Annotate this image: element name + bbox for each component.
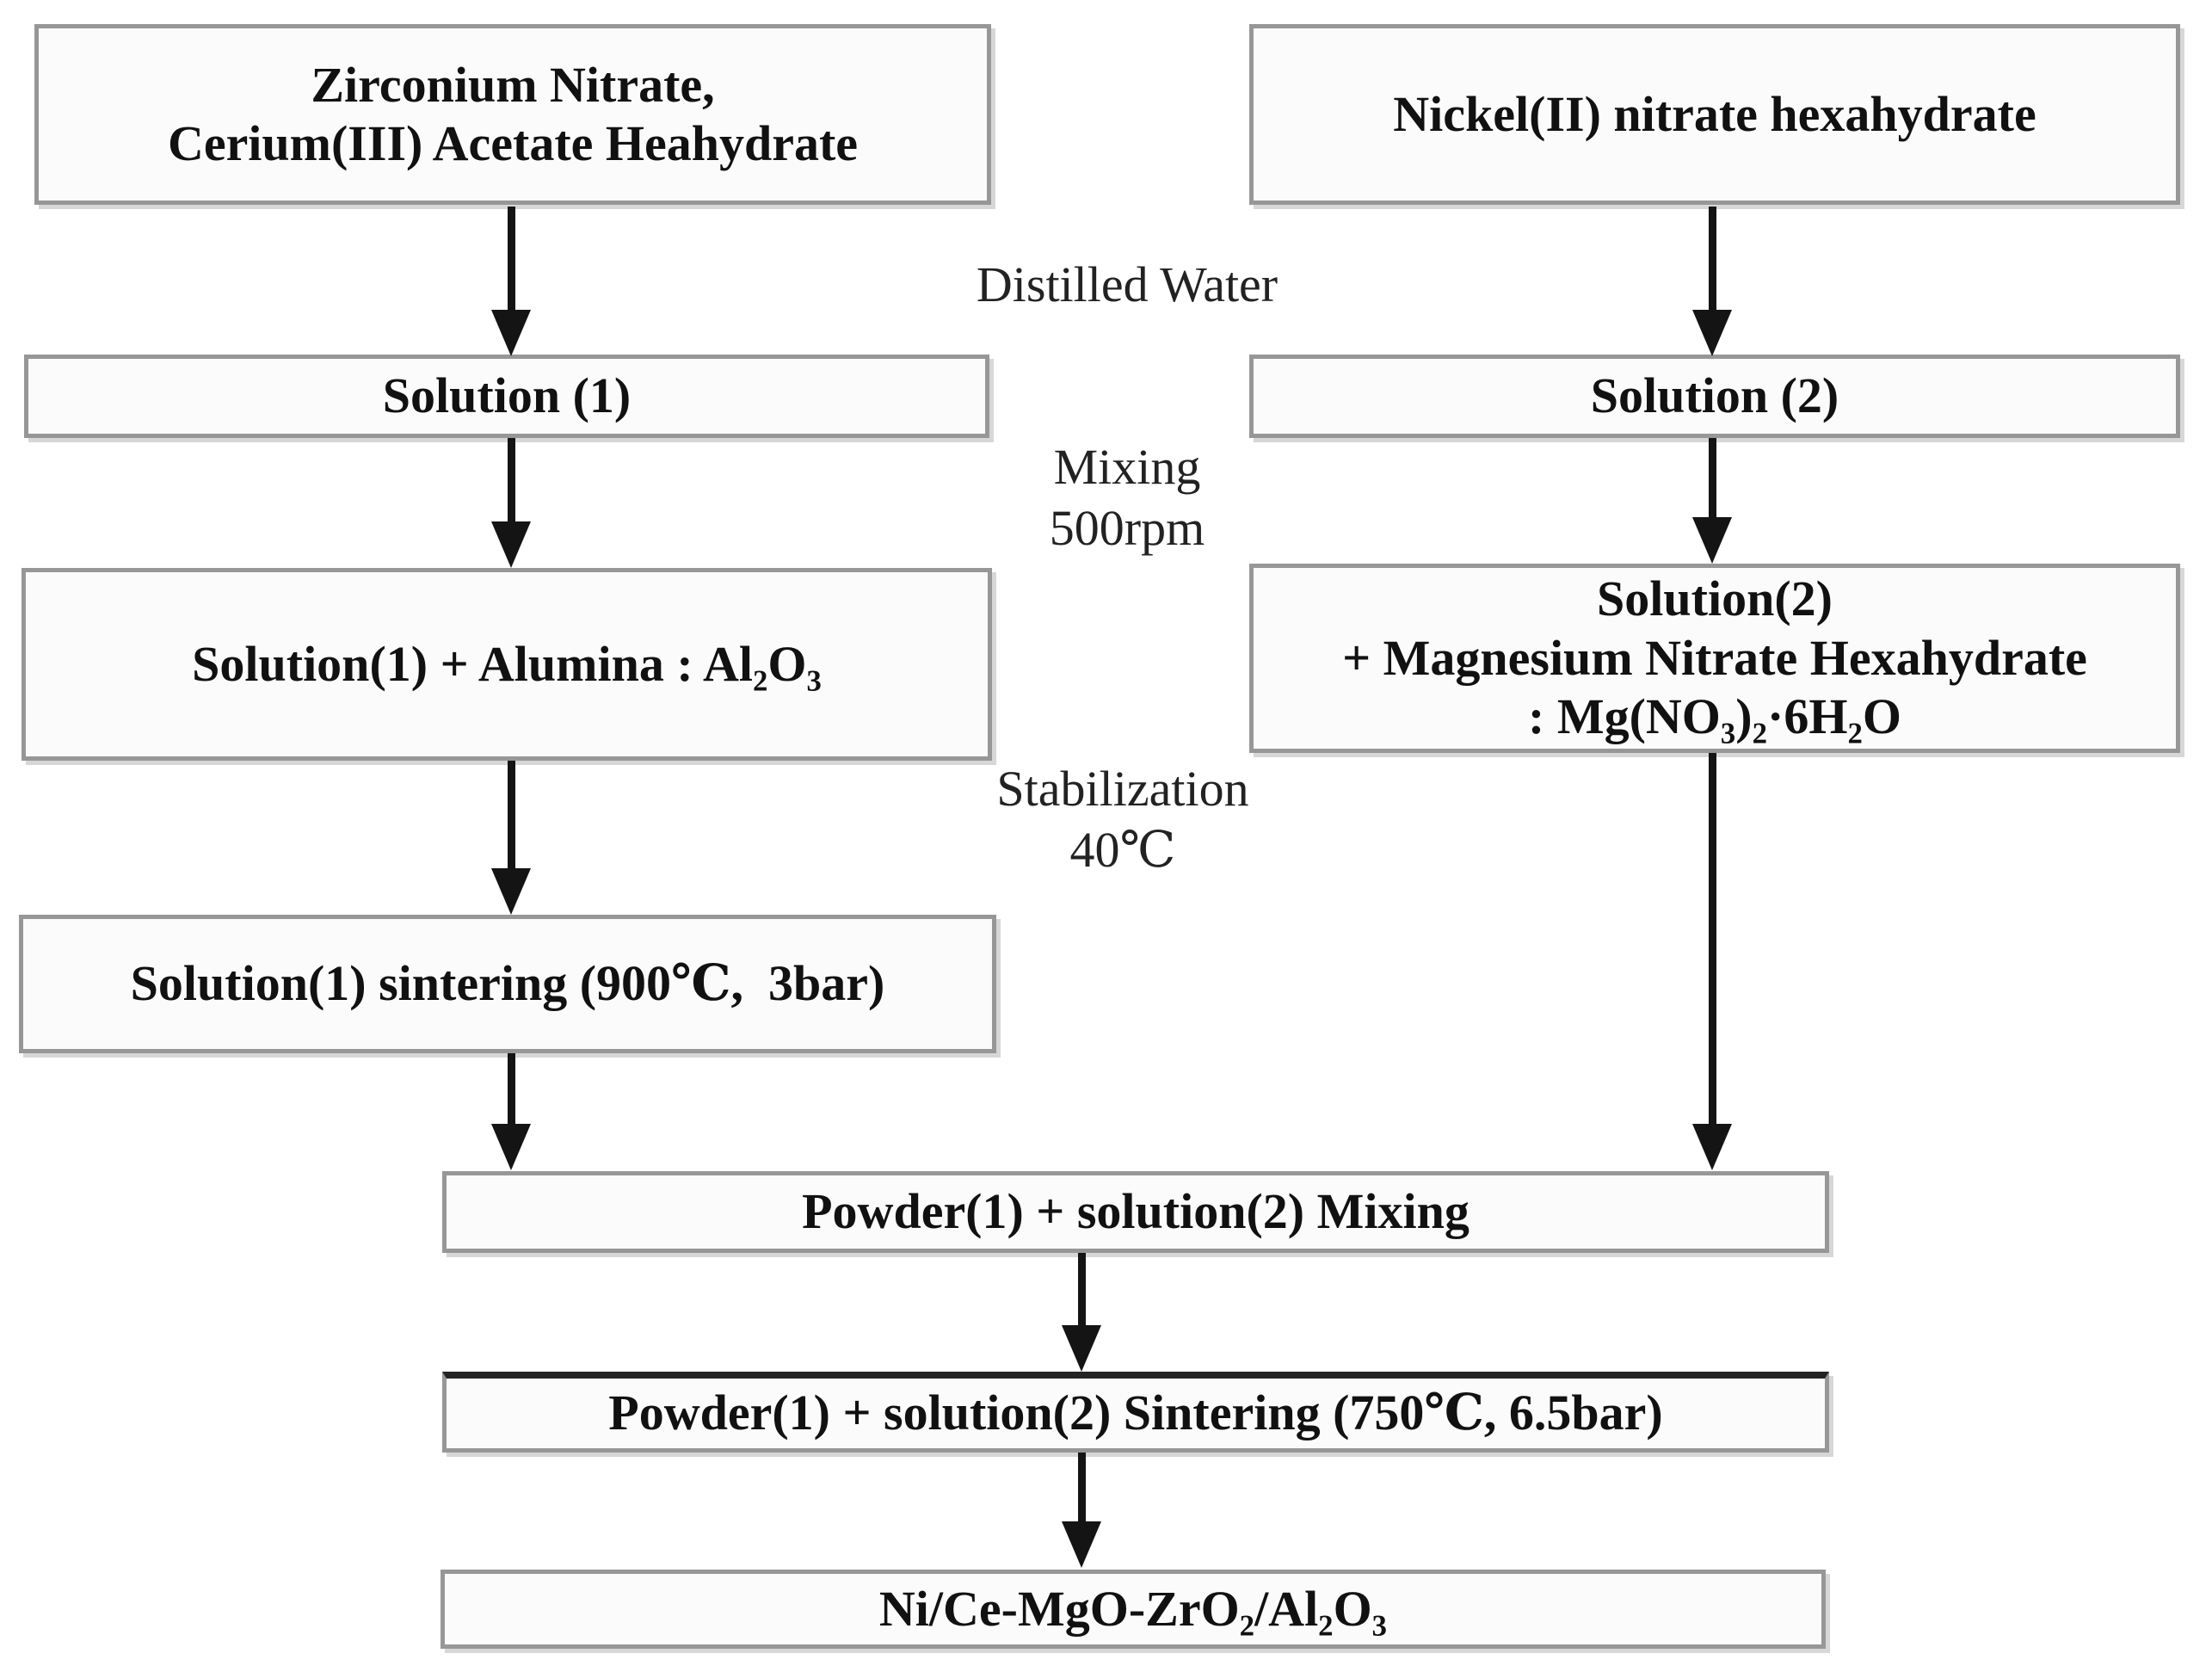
node-text: Ni/Ce-MgO-ZrO₂/Al₂O₃	[878, 1580, 1388, 1637]
node-powder-sintering: Powder(1) + solution(2) Sintering (750℃,…	[442, 1372, 1829, 1453]
arrow-shaft	[507, 207, 515, 310]
node-text: Cerium(III) Acetate Heahydrate	[167, 115, 859, 171]
arrow-down-head-icon	[491, 868, 531, 915]
node-text: Solution(1) + Alumina : Al₂O₃	[192, 635, 822, 692]
node-powder-mixing: Powder(1) + solution(2) Mixing	[442, 1171, 1829, 1253]
flow-arrow-magnesium-to-mixing	[1692, 753, 1732, 1170]
arrow-down-head-icon	[1692, 517, 1732, 564]
node-solution1-sintering: Solution(1) sintering (900℃, 3bar)	[19, 915, 996, 1053]
arrow-shaft	[507, 1053, 515, 1124]
node-text: Solution(1) sintering (900℃, 3bar)	[130, 955, 885, 1012]
label-distilled-water: Distilled Water	[878, 255, 1377, 316]
arrow-down-head-icon	[1062, 1521, 1101, 1568]
flow-arrow-zirconium-to-solution1	[491, 207, 531, 356]
arrow-down-head-icon	[1692, 1124, 1732, 1170]
label-text: 40℃	[1069, 821, 1176, 878]
arrow-shaft	[507, 761, 515, 868]
node-text: Powder(1) + solution(2) Sintering (750℃,…	[608, 1385, 1663, 1441]
node-text: Solution (2)	[1590, 367, 1839, 424]
node-solution-2: Solution (2)	[1249, 355, 2180, 438]
arrow-shaft	[507, 438, 515, 521]
arrow-shaft	[1708, 207, 1716, 310]
node-solution-1: Solution (1)	[24, 355, 989, 438]
arrow-down-head-icon	[1692, 310, 1732, 356]
arrow-down-head-icon	[491, 521, 531, 568]
flow-arrow-mixing-to-sintering2	[1062, 1253, 1101, 1372]
node-final-product: Ni/Ce-MgO-ZrO₂/Al₂O₃	[441, 1570, 1826, 1649]
arrow-shaft	[1077, 1253, 1086, 1325]
label-text: 500rpm	[1049, 499, 1205, 556]
arrow-down-head-icon	[491, 1124, 531, 1170]
label-text: Distilled Water	[976, 256, 1279, 312]
node-text: Powder(1) + solution(2) Mixing	[802, 1183, 1470, 1240]
flow-arrow-alumina-to-sintering	[491, 761, 531, 915]
label-stabilization-40c: Stabilization 40℃	[908, 759, 1338, 881]
node-text: + Magnesium Nitrate Hexahydrate	[1342, 629, 2087, 686]
node-solution1-alumina: Solution(1) + Alumina : Al₂O₃	[22, 568, 992, 761]
flow-arrow-sintering2-to-final	[1062, 1453, 1101, 1568]
flow-arrow-nickel-to-solution2	[1692, 207, 1732, 356]
arrow-shaft	[1077, 1453, 1086, 1521]
flow-arrow-solution2-to-magnesium	[1692, 438, 1732, 564]
flow-arrow-sintering-to-mixing	[491, 1053, 531, 1170]
arrow-down-head-icon	[491, 310, 531, 356]
node-text: Solution (1)	[382, 367, 632, 424]
flow-arrow-solution1-to-alumina	[491, 438, 531, 568]
label-text: Stabilization	[996, 761, 1249, 817]
node-text: Zirconium Nitrate,	[311, 56, 715, 113]
arrow-down-head-icon	[1062, 1325, 1101, 1372]
node-zirconium-cerium: Zirconium Nitrate, Cerium(III) Acetate H…	[34, 24, 991, 205]
arrow-shaft	[1708, 753, 1716, 1124]
node-text: Nickel(II) nitrate hexahydrate	[1393, 85, 2036, 142]
node-nickel-nitrate: Nickel(II) nitrate hexahydrate	[1249, 24, 2180, 205]
node-text: Solution(2)	[1597, 571, 1833, 627]
label-mixing-500rpm: Mixing 500rpm	[912, 437, 1342, 559]
node-solution2-magnesium: Solution(2) + Magnesium Nitrate Hexahydr…	[1249, 564, 2180, 753]
arrow-shaft	[1708, 438, 1716, 517]
label-text: Mixing	[1053, 439, 1201, 495]
node-text: : Mg(NO₃)₂·6H₂O	[1528, 688, 1901, 745]
